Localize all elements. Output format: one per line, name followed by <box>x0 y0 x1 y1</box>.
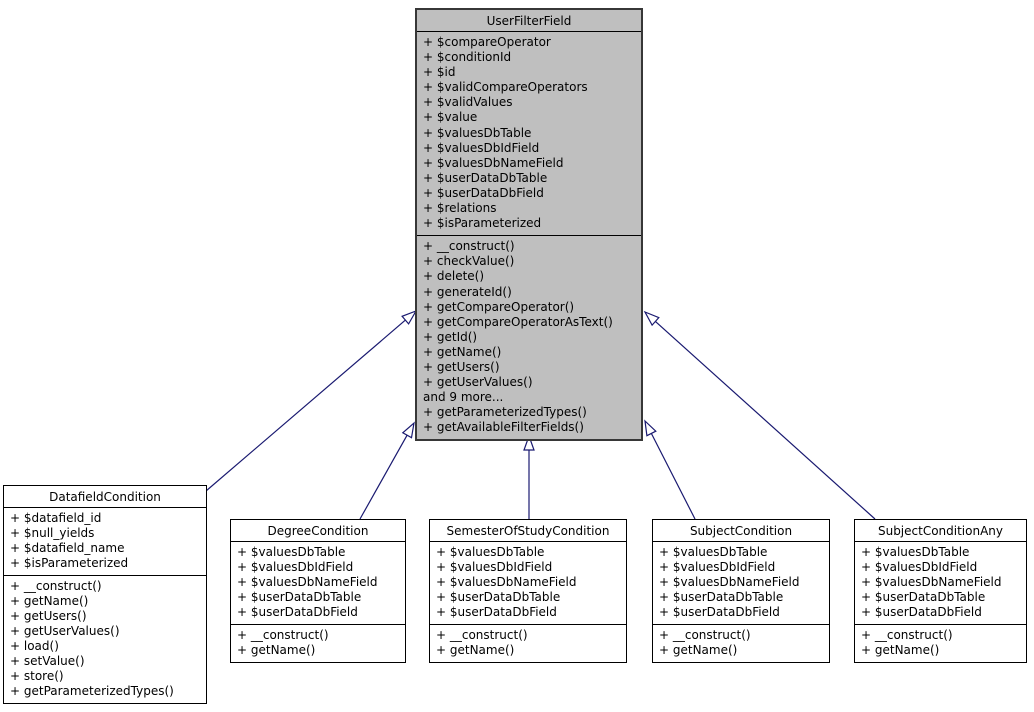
member-row: + getCompareOperatorAsText() <box>423 314 613 329</box>
member-row: + $userDataDbTable <box>659 590 784 604</box>
attributes-section: + $valuesDbTable+ $valuesDbIdField+ $val… <box>653 542 829 625</box>
member-row: + $valuesDbIdField <box>659 560 776 574</box>
member-row: + $isParameterized <box>10 556 129 570</box>
member-row: + $relations <box>423 201 497 216</box>
inheritance-edge-semesterofstudycondition <box>523 434 535 519</box>
member-row: + $userDataDbTable <box>436 590 561 604</box>
methods-section: + __construct()+ getName() <box>430 625 626 662</box>
methods-section: + __construct()+ getName() <box>231 625 405 662</box>
member-row: + __construct() <box>10 579 102 593</box>
class-title: DatafieldCondition <box>4 486 206 508</box>
member-row: + getParameterizedTypes() <box>423 405 587 420</box>
member-row: + $valuesDbIdField <box>237 560 354 574</box>
member-row: + $valuesDbIdField <box>436 560 553 574</box>
member-row: + $valuesDbIdField <box>861 560 978 574</box>
member-row: + __construct() <box>659 628 751 642</box>
member-row: + $validCompareOperators <box>423 80 588 95</box>
member-row: + delete() <box>423 269 485 284</box>
class-title: SubjectCondition <box>653 520 829 542</box>
class-node-subjectconditionany[interactable]: SubjectConditionAny + $valuesDbTable+ $v… <box>854 519 1027 663</box>
member-row: + store() <box>10 669 64 683</box>
attributes-section: + $valuesDbTable+ $valuesDbIdField+ $val… <box>231 542 405 625</box>
member-row: + $valuesDbNameField <box>659 575 800 589</box>
member-row: + $userDataDbTable <box>237 590 362 604</box>
inheritance-edge-datafieldcondition <box>205 309 418 492</box>
inheritance-edge-subjectcondition <box>644 419 696 520</box>
member-row: + $valuesDbTable <box>237 545 346 559</box>
member-row: + $valuesDbNameField <box>436 575 577 589</box>
member-row: + $userDataDbField <box>436 605 557 619</box>
member-row: + $null_yields <box>10 526 95 540</box>
class-title: SemesterOfStudyCondition <box>430 520 626 542</box>
member-row: + $datafield_id <box>10 511 102 525</box>
class-title: UserFilterField <box>417 10 641 32</box>
member-row: + $valuesDbNameField <box>423 155 564 170</box>
attributes-section: + $valuesDbTable+ $valuesDbIdField+ $val… <box>855 542 1026 625</box>
member-row: + $id <box>423 65 456 80</box>
member-row: + $valuesDbNameField <box>861 575 1002 589</box>
methods-section: + __construct()+ getName()+ getUsers()+ … <box>4 576 206 703</box>
member-row: + $userDataDbTable <box>861 590 986 604</box>
member-row: + setValue() <box>10 654 85 668</box>
class-node-semesterofstudycondition[interactable]: SemesterOfStudyCondition + $valuesDbTabl… <box>429 519 627 663</box>
member-row: + $userDataDbField <box>659 605 780 619</box>
class-node-degreecondition[interactable]: DegreeCondition + $valuesDbTable+ $value… <box>230 519 406 663</box>
class-node-subjectcondition[interactable]: SubjectCondition + $valuesDbTable+ $valu… <box>652 519 830 663</box>
member-row: + $datafield_name <box>10 541 125 555</box>
member-row: + $valuesDbNameField <box>237 575 378 589</box>
member-row: + getAvailableFilterFields() <box>423 420 584 435</box>
member-row: + $conditionId <box>423 50 512 65</box>
member-row: and 9 more... <box>423 390 504 405</box>
member-row: + getUsers() <box>423 359 500 374</box>
member-row: + getName() <box>423 344 502 359</box>
member-row: + getUsers() <box>10 609 87 623</box>
member-row: + __construct() <box>237 628 329 642</box>
class-node-datafieldcondition[interactable]: DatafieldCondition + $datafield_id+ $nul… <box>3 485 207 704</box>
member-row: + $value <box>423 110 478 125</box>
inheritance-edge-degreecondition <box>359 421 415 520</box>
member-row: + __construct() <box>861 628 953 642</box>
member-row: + $valuesDbTable <box>436 545 545 559</box>
member-row: + $userDataDbField <box>423 185 544 200</box>
attributes-section: + $valuesDbTable+ $valuesDbIdField+ $val… <box>430 542 626 625</box>
member-row: + getId() <box>423 329 478 344</box>
member-row: + getName() <box>237 643 316 657</box>
member-row: + $validValues <box>423 95 513 110</box>
member-row: + getName() <box>10 594 89 608</box>
attributes-section: + $datafield_id+ $null_yields+ $datafiel… <box>4 508 206 576</box>
member-row: + $valuesDbTable <box>423 125 532 140</box>
methods-section: + __construct()+ checkValue()+ delete()+… <box>417 236 641 439</box>
inheritance-edge-subjectconditionany <box>643 310 876 520</box>
methods-section: + __construct()+ getName() <box>855 625 1026 662</box>
member-row: + load() <box>10 639 59 653</box>
member-row: + getName() <box>659 643 738 657</box>
member-row: + getParameterizedTypes() <box>10 684 174 698</box>
member-row: + $isParameterized <box>423 216 542 231</box>
member-row: + $compareOperator <box>423 35 551 49</box>
member-row: + $userDataDbField <box>861 605 982 619</box>
member-row: + getName() <box>861 643 940 657</box>
member-row: + getUserValues() <box>10 624 120 638</box>
member-row: + checkValue() <box>423 254 515 269</box>
member-row: + getCompareOperator() <box>423 299 575 314</box>
attributes-section: + $compareOperator+ $conditionId+ $id+ $… <box>417 32 641 237</box>
class-title: SubjectConditionAny <box>855 520 1026 542</box>
member-row: + $valuesDbTable <box>659 545 768 559</box>
member-row: + $userDataDbField <box>237 605 358 619</box>
member-row: + __construct() <box>436 628 528 642</box>
member-row: + getName() <box>436 643 515 657</box>
member-row: + $valuesDbTable <box>861 545 970 559</box>
methods-section: + __construct()+ getName() <box>653 625 829 662</box>
class-title: DegreeCondition <box>231 520 405 542</box>
member-row: + __construct() <box>423 239 515 254</box>
member-row: + generateId() <box>423 284 512 299</box>
member-row: + $userDataDbTable <box>423 170 548 185</box>
member-row: + getUserValues() <box>423 375 533 390</box>
class-node-userfilterfield[interactable]: UserFilterField + $compareOperator+ $con… <box>415 8 643 442</box>
member-row: + $valuesDbIdField <box>423 140 540 155</box>
